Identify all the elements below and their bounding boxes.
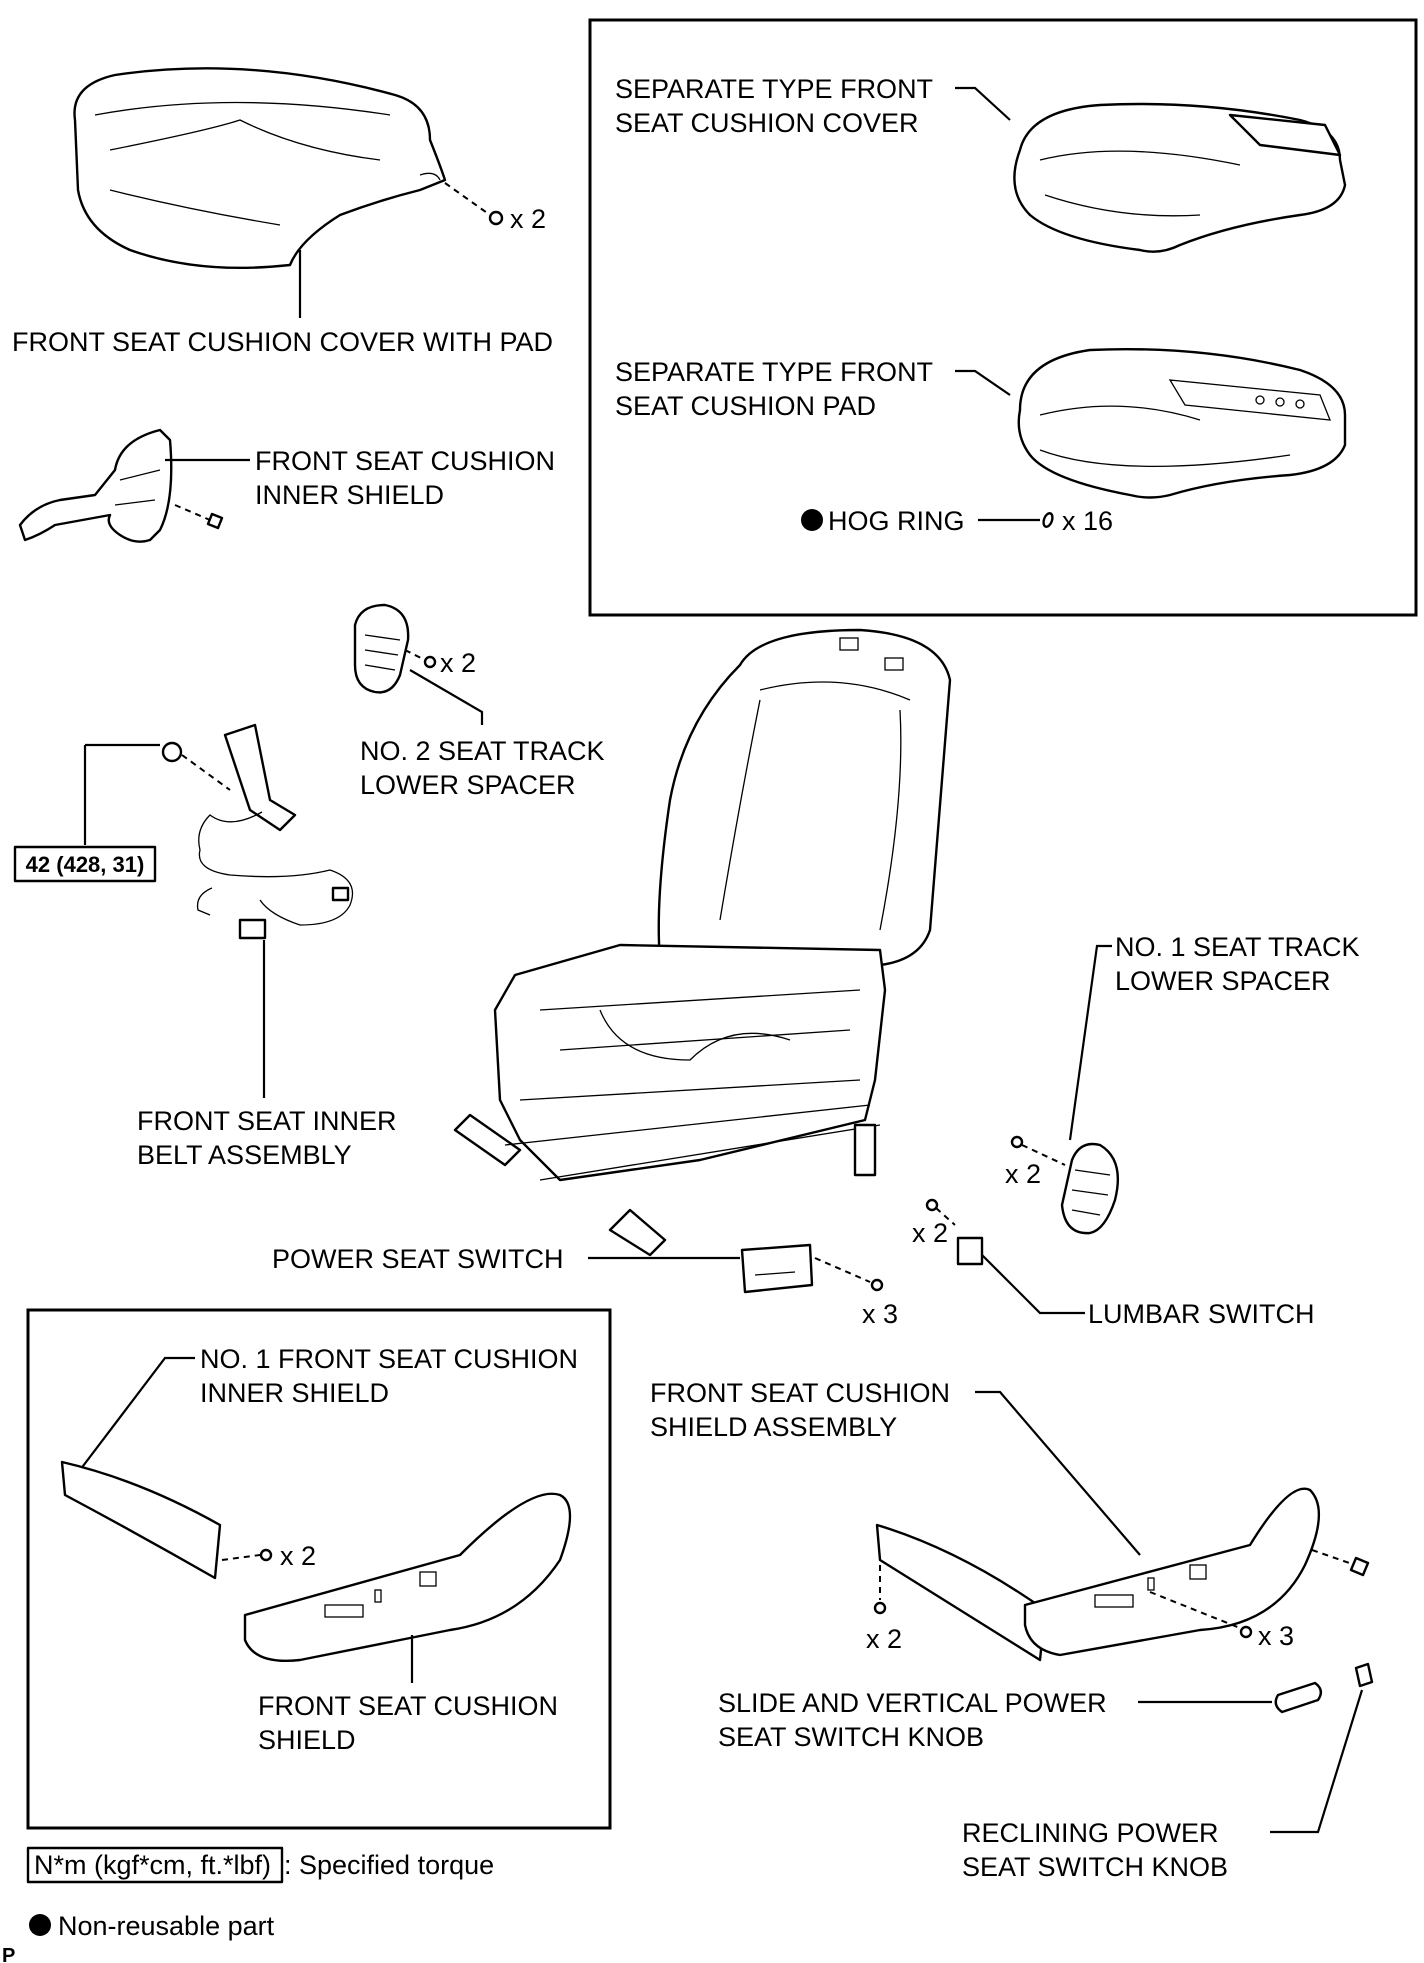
cushion-cover-with-pad-part [73,67,447,270]
clip-icon [488,210,504,226]
leader-inner-shield-bolt [174,504,211,521]
screw-icon [873,1601,887,1615]
no1-inner-shield-label-1: NO. 1 FRONT SEAT CUSHION [200,1344,578,1374]
sep-pad-label-2: SEAT CUSHION PAD [615,391,876,421]
legend-torque-unit: N*m (kgf*cm, ft.*lbf) [34,1850,271,1880]
no1-spacer-qty: x 2 [1005,1159,1041,1189]
recline-knob-label-2: SEAT SWITCH KNOB [962,1852,1228,1882]
cushion-shield-label-2: SHIELD [258,1725,356,1755]
shield-assy-qty-right: x 3 [1258,1621,1294,1651]
shield-assy-label-1: FRONT SEAT CUSHION [650,1378,950,1408]
leader-lumbar-screw [935,1207,956,1226]
power-switch-label: POWER SEAT SWITCH [272,1244,564,1274]
belt-label-1: FRONT SEAT INNER [137,1106,397,1136]
leader-cover-clip [444,182,491,216]
no1-spacer-label-1: NO. 1 SEAT TRACK [1115,932,1360,962]
leader-no2-spacer-screw [404,649,426,661]
lumbar-switch-part [956,1236,984,1266]
sep-cover-label-1: SEPARATE TYPE FRONT [615,74,933,104]
cover-with-pad-qty: x 2 [510,204,546,234]
slide-knob-part [1274,1681,1323,1714]
slide-knob-label-1: SLIDE AND VERTICAL POWER [718,1688,1107,1718]
screw-icon [1239,1625,1253,1639]
recline-knob-label-1: RECLINING POWER [962,1818,1219,1848]
no2-spacer-qty: x 2 [440,648,476,678]
inner-shield-part [18,428,173,543]
recline-knob-part [1354,1662,1374,1688]
corner-mark: P [2,1945,15,1963]
no2-spacer-label-2: LOWER SPACER [360,770,576,800]
nut-icon [161,741,183,763]
leader-recline-knob [1270,1689,1364,1834]
hog-ring-label: HOG RING [828,506,965,536]
screw-icon [423,655,437,669]
belt-label-2: BELT ASSEMBLY [137,1140,352,1170]
legend-nonreusable: Non-reusable part [58,1911,275,1941]
lumbar-switch-label: LUMBAR SWITCH [1088,1299,1315,1329]
cushion-shield-part [243,1492,572,1662]
leader-sep-cover [955,86,1011,121]
torque-box [13,845,157,883]
no1-inner-shield-qty: x 2 [280,1541,316,1571]
power-switch-qty: x 3 [862,1299,898,1329]
shield-assy-label-2: SHIELD ASSEMBLY [650,1412,897,1442]
no1-inner-shield-part [60,1460,222,1580]
screw-icon [870,1278,884,1292]
no2-spacer-part [353,603,410,694]
shield-assy-qty-left: x 2 [866,1624,902,1654]
cushion-shield-label-1: FRONT SEAT CUSHION [258,1691,558,1721]
bolt-icon [1349,1556,1370,1577]
cover-with-pad-label: FRONT SEAT CUSHION COVER WITH PAD [12,327,553,357]
no1-spacer-part [1060,1142,1119,1235]
leader-shield-assy [975,1390,1141,1556]
separate-cushion-cover-part [1013,102,1347,253]
torque-value: 42 (428, 31) [26,852,145,877]
bolt-icon [206,512,224,530]
power-switch-part [740,1243,814,1294]
inner-shield-label-2: INNER SHIELD [255,480,444,510]
shield-assembly-part [875,1487,1320,1662]
leader-belt-nut [181,754,231,791]
nonreusable-legend-icon [29,1914,51,1936]
screw-icon [1010,1135,1024,1149]
leader-no1-inner-shield-screw [221,1554,261,1561]
sep-pad-label-1: SEPARATE TYPE FRONT [615,357,933,387]
no1-inner-shield-label-2: INNER SHIELD [200,1378,389,1408]
leader-no2-spacer [409,669,484,725]
leader-lumbar-switch [981,1254,1085,1315]
no2-spacer-label-1: NO. 2 SEAT TRACK [360,736,605,766]
leader-power-switch-screw [814,1257,871,1283]
legend-torque-desc: : Specified torque [284,1850,494,1880]
seat-assembly-part [453,628,952,1257]
screw-icon [925,1198,939,1212]
sep-cover-label-2: SEAT CUSHION COVER [615,108,919,138]
inner-shield-label-1: FRONT SEAT CUSHION [255,446,555,476]
legend-torque-box [26,1846,284,1884]
leader-shield-assy-screw-right [1149,1591,1241,1629]
leader-sep-pad [955,369,1011,396]
no1-spacer-label-2: LOWER SPACER [1115,966,1331,996]
no1-inner-shield-frame [26,1308,612,1830]
leader-no1-spacer-screw [1021,1144,1066,1166]
separate-cushion-pad-part [1017,348,1347,499]
hog-ring-qty: x 16 [1062,506,1113,536]
inner-belt-part [196,723,354,940]
leader-no1-spacer [1068,944,1112,1141]
leader-shield-assy-bolt [1311,1549,1356,1566]
hog-ring-icon [1042,512,1054,528]
screw-icon [259,1548,273,1562]
leader-no1-inner-shield [79,1356,195,1471]
slide-knob-label-2: SEAT SWITCH KNOB [718,1722,984,1752]
lumbar-switch-qty: x 2 [912,1218,948,1248]
nonreusable-mark-icon [801,509,823,531]
separate-type-frame [588,18,1418,617]
